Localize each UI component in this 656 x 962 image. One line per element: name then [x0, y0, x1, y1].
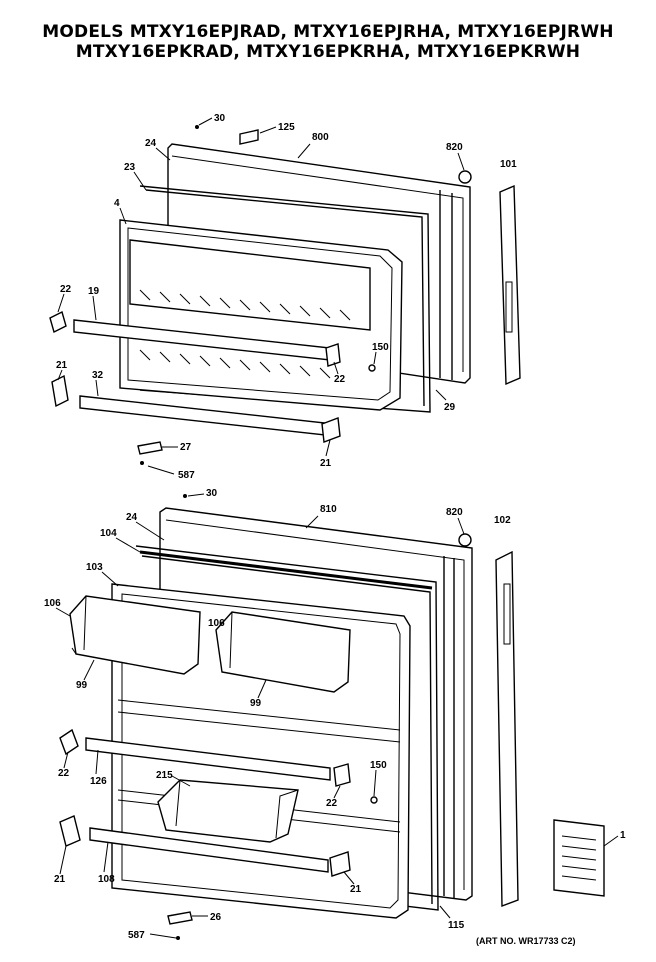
fresh-food-shelf-endcap-right-lower: [329, 851, 351, 877]
freezer-door-handle: [499, 184, 521, 386]
freezer-hinge-shim: [137, 441, 163, 455]
callout-115: 115: [448, 920, 465, 931]
freezer-shelf-endcap-right-upper: [325, 343, 341, 367]
callout-32: 32: [92, 370, 104, 381]
callout-102: 102: [494, 515, 511, 526]
art-number: (ART NO. WR17733 C2): [476, 936, 576, 946]
callout-820-fresh-food: 820: [446, 507, 463, 518]
callout-99-left: 99: [76, 680, 88, 691]
freezer-shelf-endcap-left-lower: [51, 374, 69, 408]
callout-810: 810: [320, 504, 337, 515]
callout-587-freezer: 587: [178, 470, 195, 481]
fresh-food-shelf-bar-upper: [85, 737, 331, 781]
freezer-door-liner: [119, 219, 403, 411]
callout-24-fresh-food: 24: [126, 512, 138, 523]
callout-21-fresh-food-right: 21: [350, 884, 362, 895]
diagram-title-line-1: MODELS MTXY16EPJRAD, MTXY16EPJRHA, MTXY1…: [42, 22, 614, 42]
callout-19: 19: [88, 286, 100, 297]
callout-4: 4: [114, 198, 120, 209]
callout-150-fresh-food: 150: [370, 760, 387, 771]
fresh-food-callouts: 30 810 820 102 24 104 103 106 106 99 99 …: [44, 488, 626, 941]
fresh-food-door-handle: [495, 550, 519, 908]
freezer-shelf-endcap-right-lower: [321, 417, 341, 443]
fresh-food-hinge-cap: [458, 533, 472, 547]
freezer-hinge-cap: [458, 170, 472, 184]
callout-22-freezer-left: 22: [60, 284, 72, 295]
callout-103: 103: [86, 562, 103, 573]
callout-99-right: 99: [250, 698, 262, 709]
freezer-trim-plug: [239, 129, 259, 145]
callout-29: 29: [444, 402, 456, 413]
callout-22-fresh-food-right: 22: [326, 798, 338, 809]
callout-101: 101: [500, 159, 517, 170]
freezer-door-assembly: [49, 125, 521, 465]
callout-24-freezer: 24: [145, 138, 157, 149]
callout-30-freezer: 30: [214, 113, 226, 124]
callout-22-freezer-right: 22: [334, 374, 346, 385]
callout-23: 23: [124, 162, 136, 173]
callout-26: 26: [210, 912, 222, 923]
callout-820-freezer: 820: [446, 142, 463, 153]
fresh-food-shelf-endcap-left-lower: [59, 815, 81, 847]
callout-21-fresh-food-left: 21: [54, 874, 66, 885]
callout-104: 104: [100, 528, 117, 539]
callout-27: 27: [180, 442, 192, 453]
callout-800: 800: [312, 132, 329, 143]
callout-21-freezer-right: 21: [320, 458, 332, 469]
callout-30-fresh-food: 30: [206, 488, 218, 499]
freezer-callouts: 30 125 800 820 101 24 23 4 22 19 150 21 …: [56, 113, 517, 481]
diagram-title-line-2: MTXY16EPKRAD, MTXY16EPKRHA, MTXY16EPKRWH: [75, 42, 581, 62]
callout-21-freezer-left: 21: [56, 360, 68, 371]
callout-106-left: 106: [44, 598, 61, 609]
callout-22-fresh-food-left: 22: [58, 768, 70, 779]
callout-126: 126: [90, 776, 107, 787]
fresh-food-shelf-endcap-right-upper: [333, 763, 351, 787]
callout-150-freezer: 150: [372, 342, 389, 353]
callout-587-fresh-food: 587: [128, 930, 145, 941]
fresh-food-shelf-endcap-left-upper: [59, 728, 79, 756]
fresh-food-hinge-shim: [167, 911, 193, 925]
callout-215: 215: [156, 770, 173, 781]
callout-106-right: 106: [208, 618, 225, 629]
fresh-food-door-assembly: [59, 494, 605, 940]
fresh-food-shelf-bar-lower: [89, 827, 329, 873]
callout-125: 125: [278, 122, 295, 133]
freezer-shelf-endcap-left-upper: [49, 310, 67, 334]
callout-1: 1: [620, 830, 626, 841]
callout-108: 108: [98, 874, 115, 885]
